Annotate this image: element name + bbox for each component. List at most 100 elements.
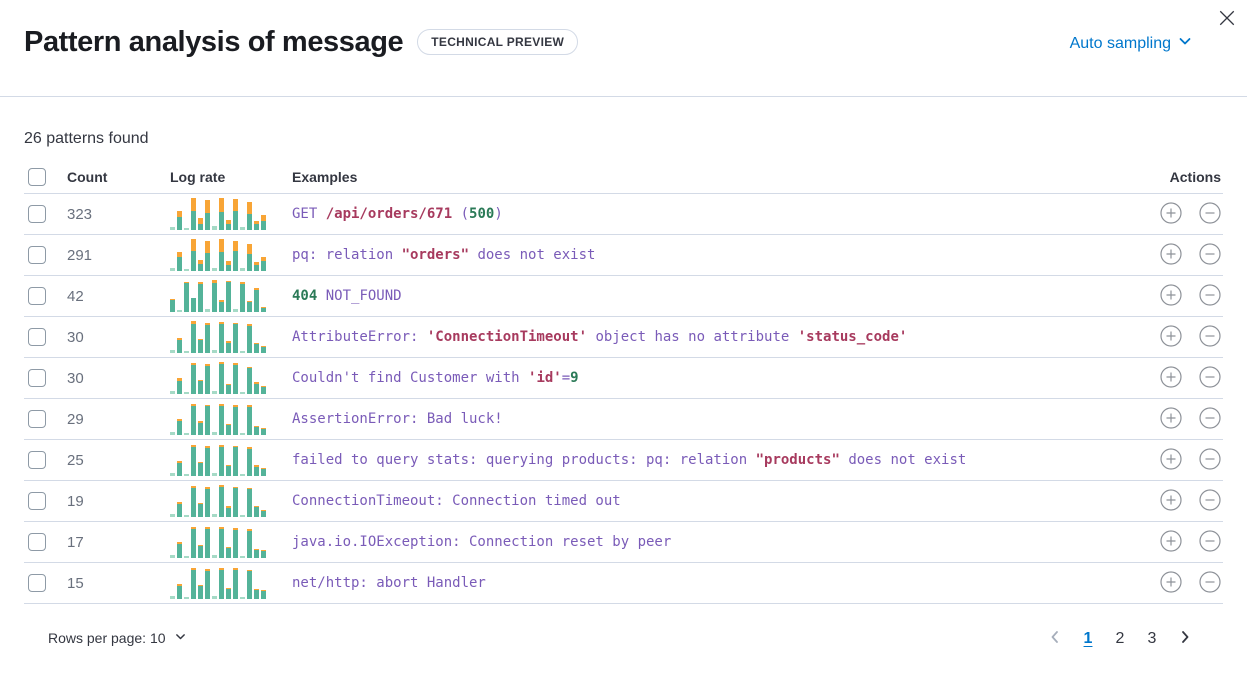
filter-out-pattern-button[interactable] [1199,447,1221,473]
pattern-count: 323 [67,205,93,223]
rows-per-page-button[interactable]: Rows per page: 10 [48,630,187,646]
chevron-down-icon [1177,33,1193,54]
pattern-example-text: ConnectionTimeout: Connection timed out [292,493,621,509]
row-actions [1133,570,1223,596]
filter-out-pattern-button[interactable] [1199,324,1221,350]
log-rate-sparkline-chart [170,198,268,230]
row-checkbox[interactable] [28,410,46,428]
page-title: Pattern analysis of message [24,26,404,58]
filter-in-pattern-button[interactable] [1160,283,1182,309]
pattern-example-text: GET /api/orders/671 (500) [292,206,503,222]
filter-out-pattern-button[interactable] [1199,365,1221,391]
pattern-example-text: net/http: abort Handler [292,575,486,591]
pattern-count: 19 [67,492,84,510]
filter-in-pattern-button[interactable] [1160,242,1182,268]
row-actions [1133,529,1223,555]
rows-per-page-label: Rows per page: 10 [48,630,166,646]
filter-in-pattern-button[interactable] [1160,201,1182,227]
row-checkbox[interactable] [28,533,46,551]
table-row: 42 404 NOT_FOUND [24,276,1223,317]
table-row: 323 GET /api/orders/671 (500) [24,194,1223,235]
row-checkbox[interactable] [28,246,46,264]
close-button[interactable] [1213,4,1241,32]
log-rate-sparkline-chart [170,239,268,271]
row-checkbox[interactable] [28,369,46,387]
filter-in-pattern-button[interactable] [1160,406,1182,432]
table-row: 19 ConnectionTimeout: Connection timed ou… [24,481,1223,522]
next-page-button[interactable] [1171,627,1199,650]
filter-out-pattern-button[interactable] [1199,529,1221,555]
log-rate-sparkline-chart [170,362,268,394]
column-header-log-rate: Log rate [170,169,226,185]
filter-in-pattern-button[interactable] [1160,324,1182,350]
log-rate-sparkline-chart [170,567,268,599]
pattern-count: 17 [67,533,84,551]
flyout-footer: Rows per page: 10 1 2 3 [24,625,1223,651]
row-actions [1133,242,1223,268]
patterns-found-count: 26 patterns found [24,130,149,147]
log-rate-sparkline-chart [170,444,268,476]
log-rate-sparkline-chart [170,526,268,558]
log-rate-sparkline-chart [170,280,268,312]
filter-out-pattern-button[interactable] [1199,570,1221,596]
flyout-header: Pattern analysis of message TECHNICAL PR… [0,0,1247,97]
row-checkbox[interactable] [28,492,46,510]
chevron-down-icon [174,630,187,646]
pattern-example-text: failed to query stats: querying products… [292,452,967,468]
row-checkbox[interactable] [28,451,46,469]
sampling-menu-button[interactable]: Auto sampling [1064,32,1199,55]
row-checkbox[interactable] [28,328,46,346]
row-actions [1133,406,1223,432]
filter-in-pattern-button[interactable] [1160,529,1182,555]
filter-in-pattern-button[interactable] [1160,447,1182,473]
page-button-2[interactable]: 2 [1107,625,1133,651]
pagination: 1 2 3 [1041,625,1199,651]
table-row: 30 Couldn't find Customer with 'id'=9 [24,358,1223,399]
pattern-example-text: 404 NOT_FOUND [292,288,402,304]
table-row: 291 pq: relation "orders" does not exist [24,235,1223,276]
pattern-count: 291 [67,246,93,264]
sampling-menu-label: Auto sampling [1069,34,1171,52]
pattern-example-text: Couldn't find Customer with 'id'=9 [292,370,579,386]
log-rate-sparkline-chart [170,403,268,435]
table-header-row: Count Log rate Examples Actions [24,161,1223,194]
technical-preview-badge: TECHNICAL PREVIEW [417,29,579,55]
row-actions [1133,283,1223,309]
chevron-left-icon [1047,630,1063,648]
page-button-1[interactable]: 1 [1075,625,1101,651]
filter-out-pattern-button[interactable] [1199,201,1221,227]
pattern-count: 42 [67,287,84,305]
pattern-example-text: pq: relation "orders" does not exist [292,247,596,263]
column-header-actions: Actions [1169,169,1221,185]
pattern-count: 29 [67,410,84,428]
filter-in-pattern-button[interactable] [1160,488,1182,514]
filter-out-pattern-button[interactable] [1199,242,1221,268]
pattern-count: 15 [67,574,84,592]
column-header-examples: Examples [292,169,358,185]
row-actions [1133,447,1223,473]
filter-in-pattern-button[interactable] [1160,570,1182,596]
filter-out-pattern-button[interactable] [1199,283,1221,309]
row-checkbox[interactable] [28,205,46,223]
filter-out-pattern-button[interactable] [1199,488,1221,514]
table-row: 15 net/http: abort Handler [24,563,1223,604]
chevron-right-icon [1177,630,1193,648]
row-checkbox[interactable] [28,287,46,305]
filter-out-pattern-button[interactable] [1199,406,1221,432]
close-icon [1218,10,1236,30]
filter-in-pattern-button[interactable] [1160,365,1182,391]
pattern-example-text: AttributeError: 'ConnectionTimeout' obje… [292,329,908,345]
pattern-count: 30 [67,369,84,387]
patterns-table-body: 323 GET /api/orders/671 (500) 291 pq: relat… [24,194,1223,604]
select-all-checkbox[interactable] [28,168,46,186]
flyout-content: 26 patterns found Count Log rate Example… [0,130,1247,651]
page-button-3[interactable]: 3 [1139,625,1165,651]
patterns-table: Count Log rate Examples Actions 323 GET /… [24,161,1223,604]
previous-page-button[interactable] [1041,627,1069,650]
row-checkbox[interactable] [28,574,46,592]
table-row: 17 java.io.IOException: Connection reset … [24,522,1223,563]
pattern-example-text: java.io.IOException: Connection reset by… [292,534,672,550]
